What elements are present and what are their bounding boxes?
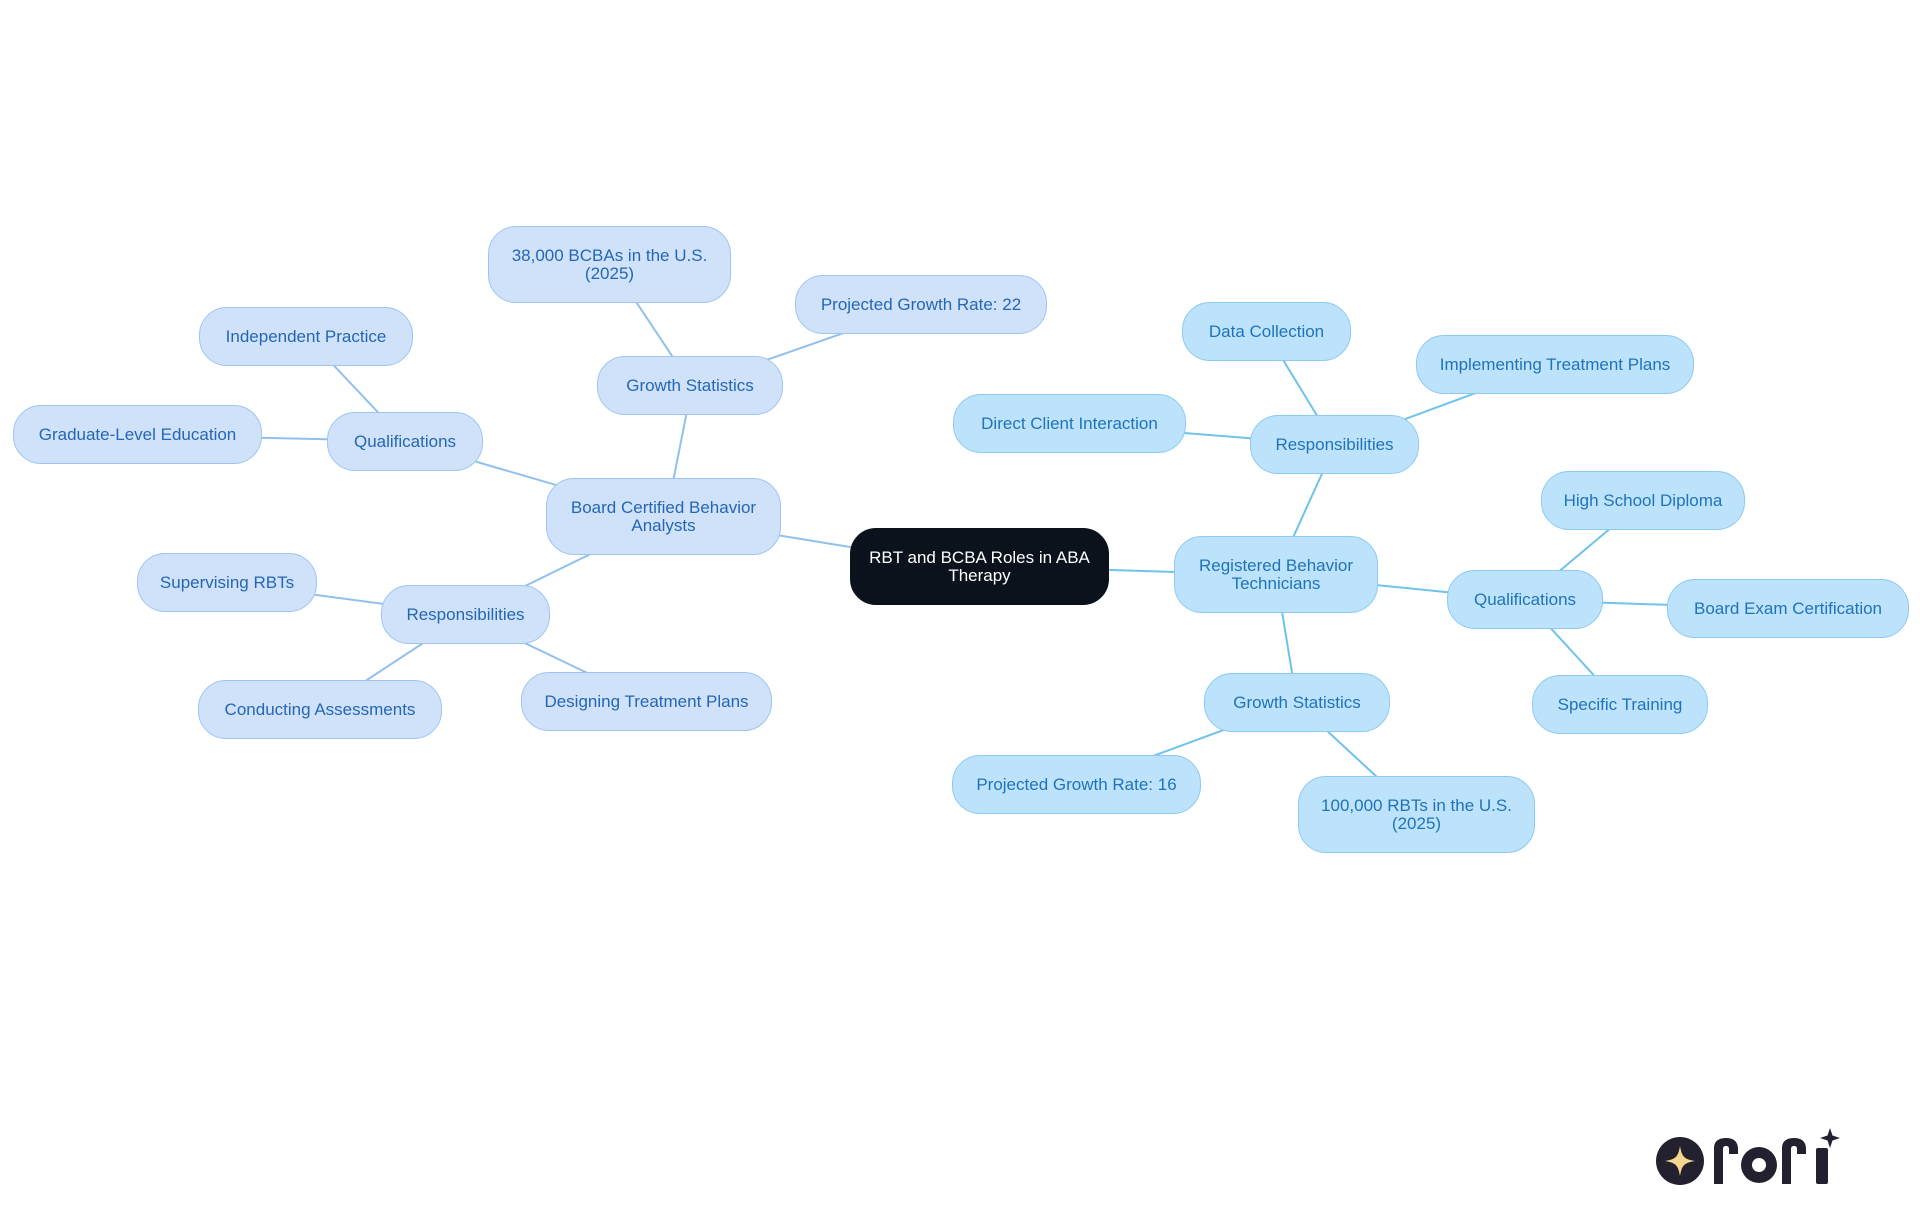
node-bcba-responsibilities[interactable]: Responsibilities [381, 585, 550, 644]
node-rbt-board-exam-certification[interactable]: Board Exam Certification [1667, 579, 1909, 638]
node-bcba-qualifications[interactable]: Qualifications [327, 412, 483, 471]
node-bcba-graduate-education[interactable]: Graduate-Level Education [13, 405, 262, 464]
node-rbt-data-collection[interactable]: Data Collection [1182, 302, 1351, 361]
node-bcba-count[interactable]: 38,000 BCBAs in the U.S. (2025) [488, 226, 731, 303]
node-bcba-growth-statistics[interactable]: Growth Statistics [597, 356, 783, 415]
node-rbt[interactable]: Registered Behavior Technicians [1174, 536, 1378, 613]
rori-logo [1656, 1128, 1840, 1185]
node-rbt-growth-statistics[interactable]: Growth Statistics [1204, 673, 1390, 732]
node-rbt-direct-client-interaction[interactable]: Direct Client Interaction [953, 394, 1186, 453]
node-bcba[interactable]: Board Certified Behavior Analysts [546, 478, 781, 555]
root-node[interactable]: RBT and BCBA Roles in ABA Therapy [850, 528, 1109, 605]
node-rbt-high-school-diploma[interactable]: High School Diploma [1541, 471, 1745, 530]
node-bcba-conducting-assessments[interactable]: Conducting Assessments [198, 680, 442, 739]
node-rbt-growth-rate[interactable]: Projected Growth Rate: 16 [952, 755, 1201, 814]
rori-wordmark [1714, 1128, 1840, 1184]
node-bcba-designing-treatment-plans[interactable]: Designing Treatment Plans [521, 672, 772, 731]
node-rbt-count[interactable]: 100,000 RBTs in the U.S. (2025) [1298, 776, 1535, 853]
node-bcba-supervising-rbts[interactable]: Supervising RBTs [137, 553, 317, 612]
node-bcba-independent-practice[interactable]: Independent Practice [199, 307, 413, 366]
node-bcba-growth-rate[interactable]: Projected Growth Rate: 22 [795, 275, 1047, 334]
node-rbt-qualifications[interactable]: Qualifications [1447, 570, 1603, 629]
node-rbt-implementing-treatment-plans[interactable]: Implementing Treatment Plans [1416, 335, 1694, 394]
node-rbt-specific-training[interactable]: Specific Training [1532, 675, 1708, 734]
node-rbt-responsibilities[interactable]: Responsibilities [1250, 415, 1419, 474]
sparkle-icon [1656, 1137, 1704, 1185]
